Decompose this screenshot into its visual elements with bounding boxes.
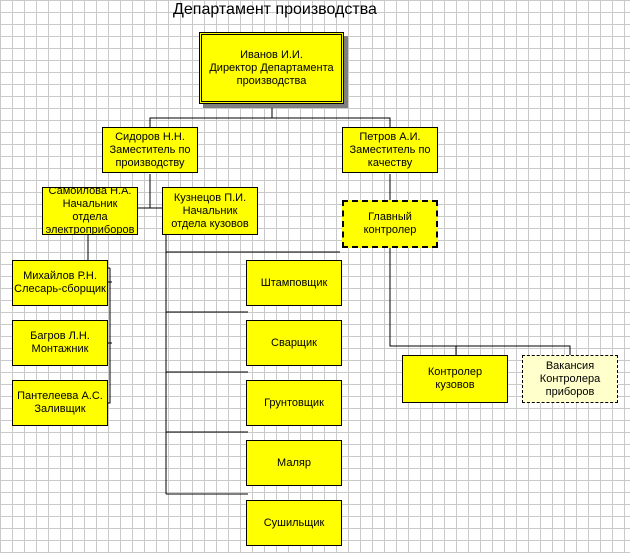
node-chief-controller[interactable]: Главный контролер — [342, 200, 438, 248]
node-deputy-quality[interactable]: Петров А.И. Заместитель по качеству — [342, 127, 438, 173]
node-dryer[interactable]: Сушильщик — [246, 500, 342, 546]
node-welder[interactable]: Сварщик — [246, 320, 342, 366]
node-stamper[interactable]: Штамповщик — [246, 260, 342, 306]
node-primer[interactable]: Грунтовщик — [246, 380, 342, 426]
node-body-controller[interactable]: Контролер кузовов — [402, 355, 508, 403]
connector-bodies-workers — [165, 234, 340, 495]
diagram-title: Департамент производства — [173, 1, 377, 18]
node-bagrov[interactable]: Багров Л.Н. Монтажник — [12, 320, 108, 366]
node-mikhailov[interactable]: Михайлов Р.Н. Слесарь-сборщик — [12, 260, 108, 306]
node-deputy-production[interactable]: Сидоров Н.Н. Заместитель по производству — [102, 127, 198, 173]
connector-director-deputies — [149, 106, 391, 128]
node-vacancy[interactable]: Вакансия Контролера приборов — [522, 355, 618, 403]
node-head-bodies[interactable]: Кузнецов П.И. Начальник отдела кузовов — [162, 187, 258, 235]
connector-quality — [389, 174, 571, 356]
node-director[interactable]: Иванов И.И. Директор Департамента произв… — [199, 32, 344, 104]
node-head-electro[interactable]: Самойлова Н.А. Начальник отдела электроп… — [42, 187, 138, 235]
node-painter[interactable]: Маляр — [246, 440, 342, 486]
node-panteleeva[interactable]: Пантелеева А.С. Заливщик — [12, 380, 108, 426]
